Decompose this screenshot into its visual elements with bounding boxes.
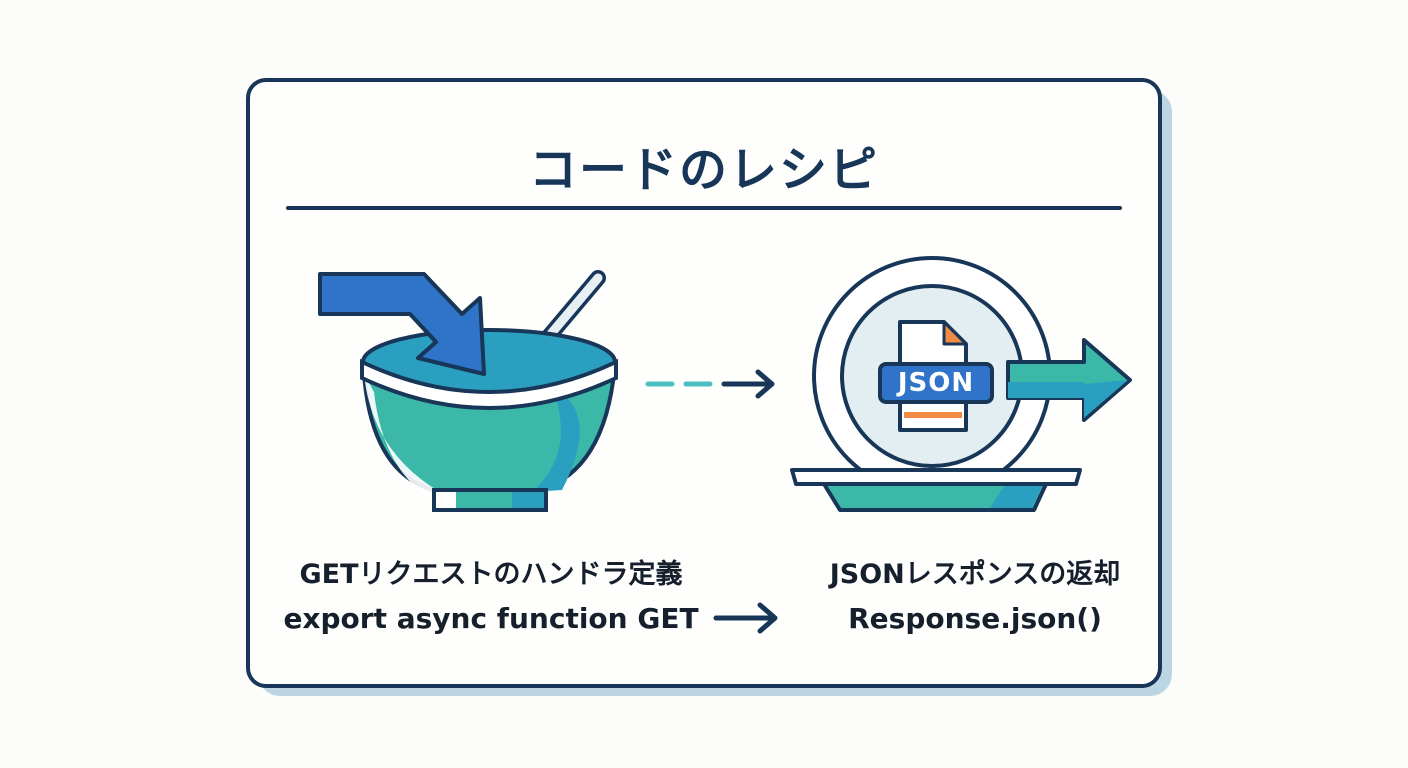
json-badge: JSON	[878, 362, 994, 404]
card-title: コードのレシピ	[528, 142, 879, 198]
dashed-arrow-right-icon	[642, 366, 782, 402]
right-step-label: JSONレスポンスの返却 Response.json()	[790, 553, 1160, 641]
arrow-right-icon	[712, 600, 782, 636]
json-badge-label: JSON	[897, 368, 975, 398]
title-divider	[286, 206, 1122, 210]
mixing-bowl-icon	[312, 262, 632, 522]
left-step-heading: GETリクエストのハンドラ定義	[299, 559, 683, 590]
right-step-heading: JSONレスポンスの返却	[829, 559, 1121, 590]
left-step-code: export async function GET	[283, 602, 699, 635]
left-step-label: GETリクエストのハンドラ定義 export async function GE…	[276, 553, 706, 641]
right-step-code: Response.json()	[848, 602, 1102, 635]
